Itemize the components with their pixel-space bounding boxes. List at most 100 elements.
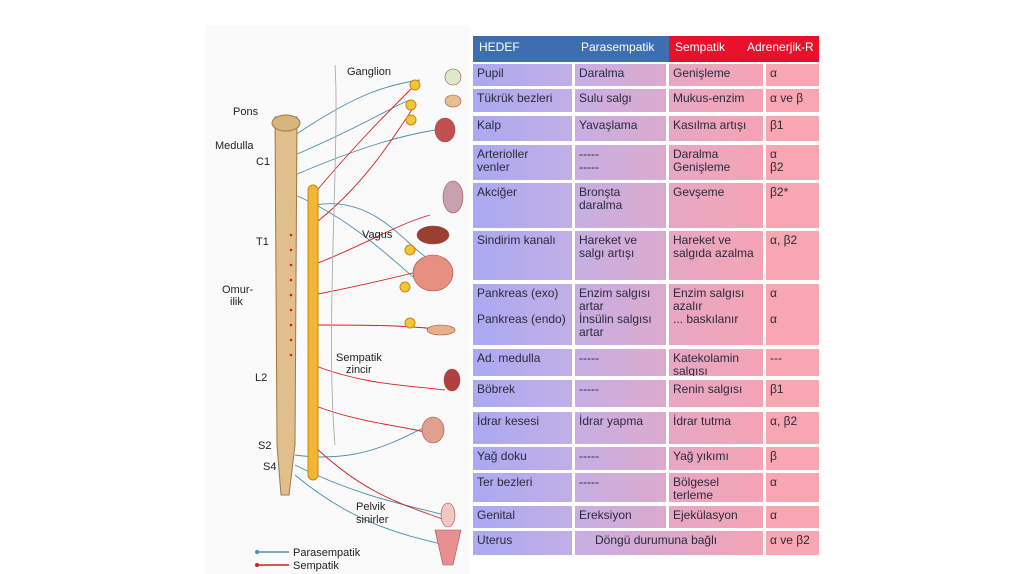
genital <box>440 502 456 528</box>
cell-target: Ad. medulla <box>473 349 572 376</box>
header-hedef: HEDEF <box>473 36 669 62</box>
cell-receptor: α ve β2 <box>766 531 819 555</box>
spinal-cord <box>274 116 298 496</box>
cell-target: Pupil <box>473 64 572 86</box>
cell-target: Tükrük bezleri <box>473 89 572 112</box>
pons <box>271 114 301 132</box>
cell-parasympathetic: Bronşta daralma <box>575 183 666 228</box>
label-pons: Pons <box>233 106 259 118</box>
cell-receptor: β1 <box>766 116 819 141</box>
cell-sympathetic: Ejekülasyon <box>669 506 763 528</box>
lung <box>442 180 464 214</box>
table-row: Pankreas (exo) Pankreas (endo)Enzim salg… <box>473 284 819 345</box>
cell-sympathetic: Katekolamin salgısı <box>669 349 763 376</box>
cell-parasympathetic: Yavaşlama <box>575 116 666 141</box>
cell-receptor: α, β2 <box>766 231 819 280</box>
cell-receptor: α <box>766 64 819 86</box>
cell-target: Kalp <box>473 116 572 141</box>
table-row: Ad. medulla-----Katekolamin salgısı--- <box>473 349 819 376</box>
cell-parasympathetic: Daralma <box>575 64 666 86</box>
liver <box>416 225 450 245</box>
cell-parasympathetic: Enzim salgısı artar İnsülin salgısı arta… <box>575 284 666 345</box>
bladder <box>421 416 445 444</box>
cell-parasympathetic: ----- ----- <box>575 145 666 180</box>
cell-receptor: α β2 <box>766 145 819 180</box>
cell-sympathetic: Gevşeme <box>669 183 763 228</box>
cell-target: Pankreas (exo) Pankreas (endo) <box>473 284 572 345</box>
cell-receptor: α <box>766 506 819 528</box>
header-sempatik: Sempatik <box>669 36 819 62</box>
cell-target: Yağ doku <box>473 447 572 470</box>
cell-target: Sindirim kanalı <box>473 231 572 280</box>
spinal-segments <box>289 233 293 357</box>
cell-receptor: --- <box>766 349 819 376</box>
label-c1: C1 <box>256 156 270 168</box>
cell-parasympathetic: Sulu salgı <box>575 89 666 112</box>
kidney <box>443 368 461 392</box>
cell-sympathetic: Yağ yıkımı <box>669 447 763 470</box>
salivary-gland <box>444 94 462 108</box>
cell-target: Ter bezleri <box>473 473 572 502</box>
ganglia <box>399 79 421 329</box>
cell-receptor: α <box>766 473 819 502</box>
cell-target: Böbrek <box>473 380 572 407</box>
diagram-labels: Ganglion Pons Medulla C1 T1 Vagus Omur- … <box>215 66 393 526</box>
cell-parasympathetic: ----- <box>575 380 666 407</box>
cell-receptor: β1 <box>766 380 819 407</box>
uterus <box>434 529 462 566</box>
label-ilik: ilik <box>230 296 243 308</box>
cell-sympathetic: Hareket ve salgıda azalma <box>669 231 763 280</box>
label-omur: Omur- <box>222 284 254 296</box>
pancreas <box>426 324 456 336</box>
eye <box>444 68 462 86</box>
legend-parasempatik: Parasempatik <box>293 547 361 559</box>
cell-target: Genital <box>473 506 572 528</box>
label-sinirler: sinirler <box>356 514 389 526</box>
label-ganglion: Ganglion <box>347 66 391 78</box>
label-pelvik: Pelvik <box>356 501 386 513</box>
cell-sympathetic: Renin salgısı <box>669 380 763 407</box>
heart <box>434 117 456 143</box>
table-header: HEDEF Parasempatik Sempatik Adrenerjik-R <box>473 36 819 62</box>
cell-parasympathetic: ----- <box>575 447 666 470</box>
cell-sympathetic: Genişleme <box>669 64 763 86</box>
label-s2: S2 <box>258 440 271 452</box>
cell-parasympathetic: Ereksiyon <box>575 506 666 528</box>
cell-parasympathetic: İdrar yapma <box>575 412 666 444</box>
table-row: Arterioller venler----- -----Daralma Gen… <box>473 145 819 180</box>
cell-parasympathetic: Döngü durumuna bağlı <box>575 531 763 555</box>
cell-sympathetic: Mukus-enzim <box>669 89 763 112</box>
label-s4: S4 <box>263 461 276 473</box>
cell-target: Akciğer <box>473 183 572 228</box>
label-l2: L2 <box>255 372 267 384</box>
cell-sympathetic: Enzim salgısı azalır ... baskılanır <box>669 284 763 345</box>
cell-receptor: α α <box>766 284 819 345</box>
organs <box>412 68 464 566</box>
autonomic-nervous-system-diagram: Ganglion Pons Medulla C1 T1 Vagus Omur- … <box>205 25 470 574</box>
cell-target: Arterioller venler <box>473 145 572 180</box>
cell-receptor: α ve β <box>766 89 819 112</box>
legend: Parasempatik Sempatik <box>255 547 361 572</box>
cell-sympathetic: İdrar tutma <box>669 412 763 444</box>
cell-sympathetic: Bölgesel terleme <box>669 473 763 502</box>
label-zincir: zincir <box>346 364 372 376</box>
cell-receptor: β <box>766 447 819 470</box>
cell-sympathetic: Kasılma artışı <box>669 116 763 141</box>
header-adrenerjik: Adrenerjik-R <box>747 40 814 54</box>
cell-receptor: β2* <box>766 183 819 228</box>
cell-target: Uterus <box>473 531 572 555</box>
label-t1: T1 <box>256 236 269 248</box>
label-vagus: Vagus <box>362 229 393 241</box>
cell-parasympathetic: ----- <box>575 473 666 502</box>
legend-sempatik: Sempatik <box>293 560 339 572</box>
